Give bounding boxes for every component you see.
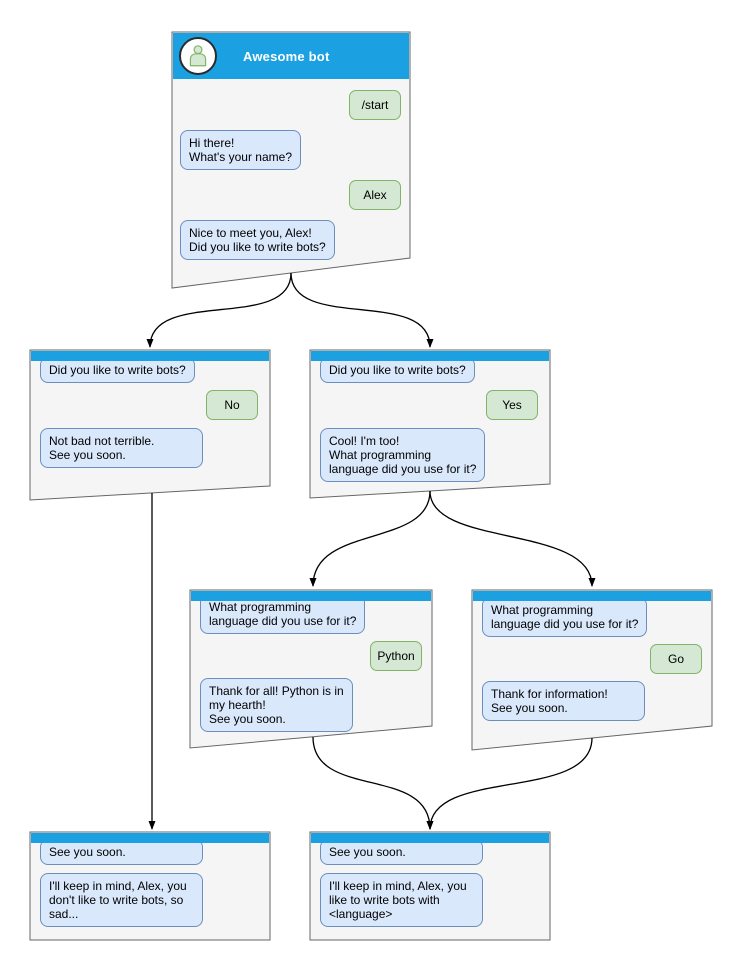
window-titlebar-strip bbox=[311, 833, 549, 843]
arrow-yes-to-go bbox=[429, 490, 596, 587]
window-titlebar-strip bbox=[473, 591, 711, 601]
bot-message-bubble: Hi there! What's your name? bbox=[180, 130, 302, 170]
state-window-end-no: See you soon. I'll keep in mind, Alex, y… bbox=[30, 832, 270, 940]
state-window-branch-yes: Did you like to write bots? Yes Cool! I'… bbox=[310, 350, 550, 498]
user-message-bubble: Alex bbox=[349, 180, 401, 210]
state-window-end-yes: See you soon. I'll keep in mind, Alex, y… bbox=[310, 832, 550, 940]
message-list: What programming language did you use fo… bbox=[482, 597, 702, 721]
user-message-bubble: Go bbox=[650, 644, 702, 674]
bot-message-bubble: I'll keep in mind, Alex, you like to wri… bbox=[320, 873, 483, 927]
state-window-branch-no: Did you like to write bots? No Not bad n… bbox=[30, 350, 270, 500]
message-list: See you soon. I'll keep in mind, Alex, y… bbox=[320, 839, 538, 927]
state-window-go: What programming language did you use fo… bbox=[472, 590, 712, 750]
bot-message-bubble: What programming language did you use fo… bbox=[482, 597, 648, 637]
window-titlebar-strip bbox=[191, 591, 431, 601]
user-message-bubble: Python bbox=[370, 641, 422, 671]
person-icon bbox=[189, 45, 207, 67]
bot-message-bubble: See you soon. bbox=[40, 839, 203, 865]
chat-window-title: Awesome bot bbox=[243, 48, 330, 64]
bot-message-bubble: Did you like to write bots? bbox=[320, 357, 475, 383]
arrow-yes-to-python bbox=[309, 490, 431, 587]
arrow-go-to-end bbox=[426, 737, 593, 830]
bot-message-bubble: Cool! I'm too! What programming language… bbox=[320, 428, 486, 482]
state-window-python: What programming language did you use fo… bbox=[190, 590, 432, 748]
bot-message-bubble: Not bad not terrible. See you soon. bbox=[40, 428, 203, 468]
user-message-bubble: No bbox=[206, 390, 258, 420]
message-list: Did you like to write bots? No Not bad n… bbox=[40, 357, 258, 468]
arrow-start-to-no bbox=[146, 272, 292, 348]
bot-message-bubble: See you soon. bbox=[320, 839, 483, 865]
user-message-bubble: Yes bbox=[486, 390, 538, 420]
chat-window-titlebar: Awesome bot bbox=[173, 33, 409, 79]
bot-message-bubble: Did you like to write bots? bbox=[40, 357, 195, 383]
bot-message-bubble: I'll keep in mind, Alex, you don't like … bbox=[40, 873, 203, 927]
bot-message-bubble: Nice to meet you, Alex! Did you like to … bbox=[180, 220, 335, 260]
arrow-python-to-end bbox=[312, 736, 434, 830]
arrow-start-to-yes bbox=[290, 272, 434, 348]
bot-message-bubble: Thank for all! Python is in my hearth! S… bbox=[200, 678, 353, 732]
bot-avatar bbox=[179, 37, 217, 75]
message-list: What programming language did you use fo… bbox=[200, 594, 422, 732]
user-message-bubble: /start bbox=[349, 90, 401, 120]
window-titlebar-strip bbox=[311, 351, 549, 361]
message-list: Did you like to write bots? Yes Cool! I'… bbox=[320, 357, 538, 482]
chat-window-start: Awesome bot /start Hi there! What's your… bbox=[172, 32, 410, 288]
window-titlebar-strip bbox=[31, 351, 269, 361]
message-list: See you soon. I'll keep in mind, Alex, y… bbox=[40, 839, 258, 927]
message-list: /start Hi there! What's your name? Alex … bbox=[180, 90, 401, 260]
window-titlebar-strip bbox=[31, 833, 269, 843]
bot-message-bubble: Thank for information! See you soon. bbox=[482, 681, 645, 721]
